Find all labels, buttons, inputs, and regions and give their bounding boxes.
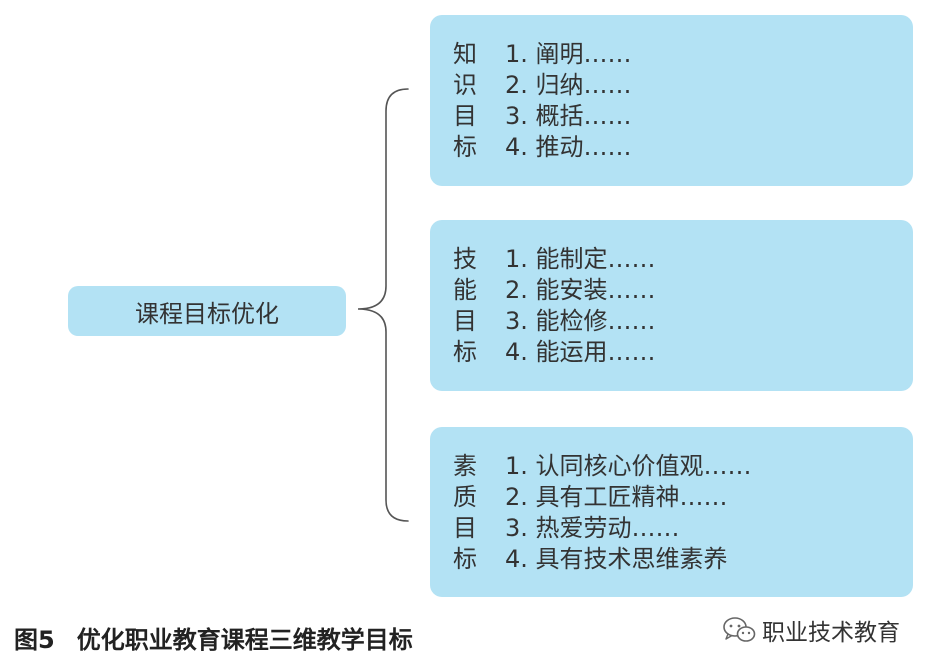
label-char: 技 <box>453 245 477 273</box>
label-char: 标 <box>453 133 477 161</box>
watermark-text: 职业技术教育 <box>762 620 900 646</box>
figure-number: 图5 <box>14 626 55 654</box>
knowledge-goals-box: 知 识 目 标 1. 阐明…… 2. 归纳…… 3. 概括…… 4. 推动…… <box>430 15 913 186</box>
skill-goals-box: 技 能 目 标 1. 能制定…… 2. 能安装…… 3. 能检修…… 4. 能运… <box>430 220 913 391</box>
knowledge-goals-label: 知 识 目 标 <box>453 39 483 163</box>
list-item: 2. 归纳…… <box>505 71 632 99</box>
label-char: 标 <box>453 545 477 573</box>
list-item: 3. 概括…… <box>505 102 632 130</box>
list-item: 4. 推动…… <box>505 133 632 161</box>
label-char: 目 <box>453 307 477 335</box>
label-char: 质 <box>453 483 477 511</box>
list-item: 1. 认同核心价值观…… <box>505 452 752 480</box>
label-char: 目 <box>453 102 477 130</box>
list-item: 3. 能检修…… <box>505 307 656 335</box>
list-item: 1. 能制定…… <box>505 245 656 273</box>
list-item: 1. 阐明…… <box>505 40 632 68</box>
wechat-watermark: 职业技术教育 <box>722 612 900 648</box>
quality-goals-list: 1. 认同核心价值观…… 2. 具有工匠精神…… 3. 热爱劳动…… 4. 具有… <box>505 451 752 575</box>
label-char: 知 <box>453 40 477 68</box>
root-node: 课程目标优化 <box>68 286 346 336</box>
list-item: 4. 能运用…… <box>505 338 656 366</box>
root-node-label: 课程目标优化 <box>135 299 279 328</box>
list-item: 3. 热爱劳动…… <box>505 514 680 542</box>
label-char: 标 <box>453 338 477 366</box>
knowledge-goals-list: 1. 阐明…… 2. 归纳…… 3. 概括…… 4. 推动…… <box>505 39 632 163</box>
label-char: 素 <box>453 452 477 480</box>
label-char: 目 <box>453 514 477 542</box>
skill-goals-label: 技 能 目 标 <box>453 244 483 368</box>
skill-goals-list: 1. 能制定…… 2. 能安装…… 3. 能检修…… 4. 能运用…… <box>505 244 656 368</box>
figure-caption: 图5 优化职业教育课程三维教学目标 <box>14 620 413 655</box>
quality-goals-label: 素 质 目 标 <box>453 451 483 575</box>
list-item: 2. 能安装…… <box>505 276 656 304</box>
label-char: 识 <box>453 71 477 99</box>
wechat-icon <box>723 617 756 642</box>
figure-title: 优化职业教育课程三维教学目标 <box>76 626 413 654</box>
list-item: 2. 具有工匠精神…… <box>505 483 728 511</box>
label-char: 能 <box>453 276 477 304</box>
quality-goals-box: 素 质 目 标 1. 认同核心价值观…… 2. 具有工匠精神…… 3. 热爱劳动… <box>430 427 913 597</box>
list-item: 4. 具有技术思维素养 <box>505 545 728 573</box>
